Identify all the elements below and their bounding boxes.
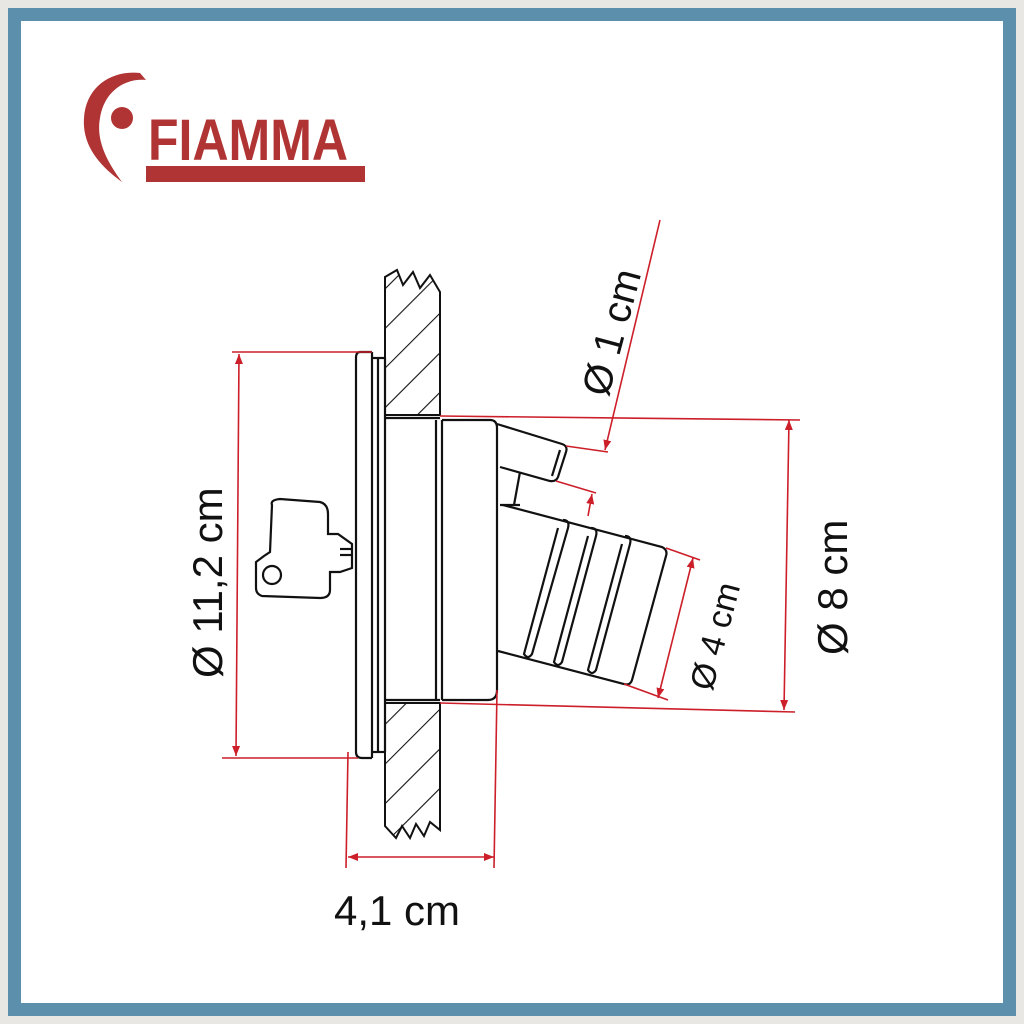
dimension-label-depth: 4,1 cm [334,887,460,934]
dimension-label-flange: Ø 11,2 cm [184,487,231,678]
logo-dot [111,107,133,129]
dimension-label-body: Ø 8 cm [809,520,856,655]
outer-flange [354,350,387,760]
brand-name: FIAMMA [148,108,348,173]
fiamma-logo: FIAMMA [83,72,365,182]
diagram-canvas [21,21,1003,1003]
wall-section [384,268,441,841]
flame-icon [83,72,146,182]
dimension-lines [222,219,801,869]
dimension-label-vent: Ø 1 cm [574,264,650,400]
hose-connector [497,503,668,686]
brand-underline [146,166,365,182]
dimension-label-hose: Ø 4 cm [683,578,748,694]
body-cylinder [385,416,499,702]
key-icon [254,497,354,600]
small-spout [496,422,568,507]
